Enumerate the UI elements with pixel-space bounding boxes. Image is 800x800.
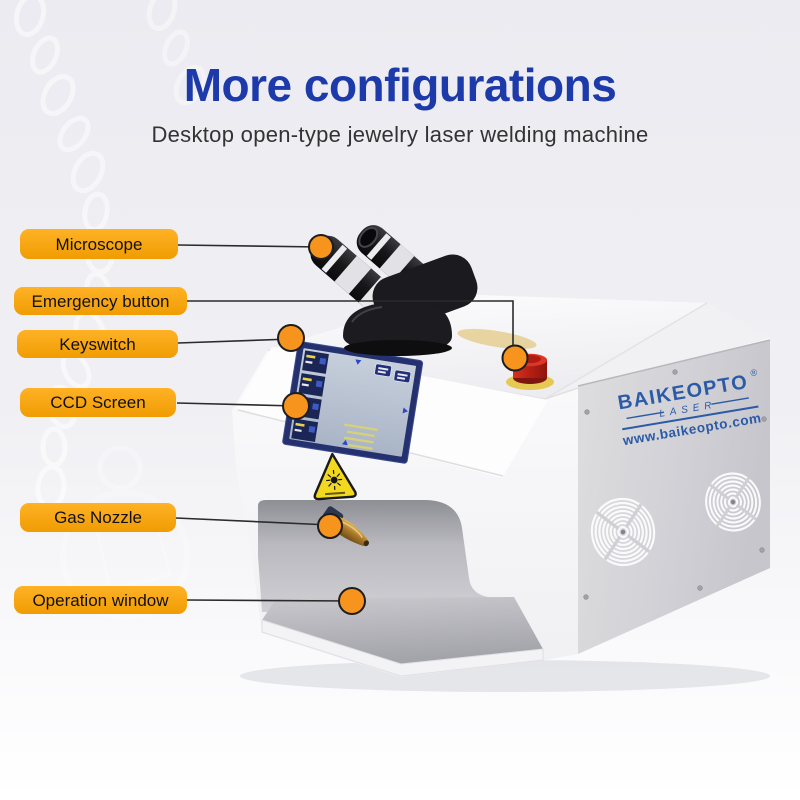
- laser-warning-icon: [313, 452, 357, 501]
- callout-markers: [277, 234, 529, 615]
- line-keyswitch: [177, 338, 292, 344]
- screen-buttons: [374, 363, 412, 384]
- header: More configurations Desktop open-type je…: [0, 58, 800, 148]
- callout-label-operation-window: Operation window: [14, 586, 187, 614]
- ccd-screen: [282, 341, 424, 464]
- callout-text: CCD Screen: [50, 393, 146, 412]
- callout-lines: [175, 244, 514, 602]
- callout-label-ccd-screen: CCD Screen: [20, 388, 176, 417]
- machine-top-strip: [545, 303, 770, 399]
- callout-text: Keyswitch: [59, 334, 136, 354]
- page-subtitle: Desktop open-type jewelry laser welding …: [151, 122, 649, 147]
- callout-label-microscope: Microscope: [20, 229, 178, 259]
- page-title: More configurations: [183, 59, 617, 111]
- line-gas: [175, 517, 331, 526]
- line-emergency: [187, 300, 514, 352]
- work-platform: [262, 597, 543, 664]
- panel-screws: [583, 369, 767, 600]
- marker-gas: [317, 513, 343, 539]
- top-sticker: [457, 328, 537, 350]
- marker-ccd: [282, 392, 310, 420]
- callout-text: Emergency button: [31, 291, 170, 311]
- callout-label-emergency-button: Emergency button: [14, 287, 187, 315]
- line-microscope: [177, 244, 322, 248]
- fan-vent-right-icon: [705, 472, 761, 532]
- marker-emergency: [501, 344, 529, 372]
- callout-text: Gas Nozzle: [54, 508, 142, 527]
- callout-text: Microscope: [55, 234, 143, 254]
- marker-microscope: [308, 234, 334, 260]
- fan-vent-left-icon: [590, 497, 656, 567]
- side-panel: BAIKEOPTO ® LASER www.baikeopto.com: [577, 339, 771, 654]
- callout-label-gas-nozzle: Gas Nozzle: [20, 503, 176, 532]
- screen-edge-arrows: [341, 359, 408, 446]
- microscope: [310, 225, 478, 356]
- line-ccd: [176, 402, 297, 407]
- callout-text: Operation window: [32, 590, 169, 610]
- line-operation: [186, 599, 353, 602]
- brand-registered-icon: ®: [750, 367, 759, 378]
- platform-rim: [261, 619, 544, 677]
- marker-operation: [338, 587, 366, 615]
- callout-label-keyswitch: Keyswitch: [17, 330, 178, 358]
- marker-keyswitch: [277, 324, 305, 352]
- screen-status-text: [343, 423, 378, 451]
- laser-welding-machine: BAIKEOPTO ® LASER www.baikeopto.com: [232, 225, 771, 692]
